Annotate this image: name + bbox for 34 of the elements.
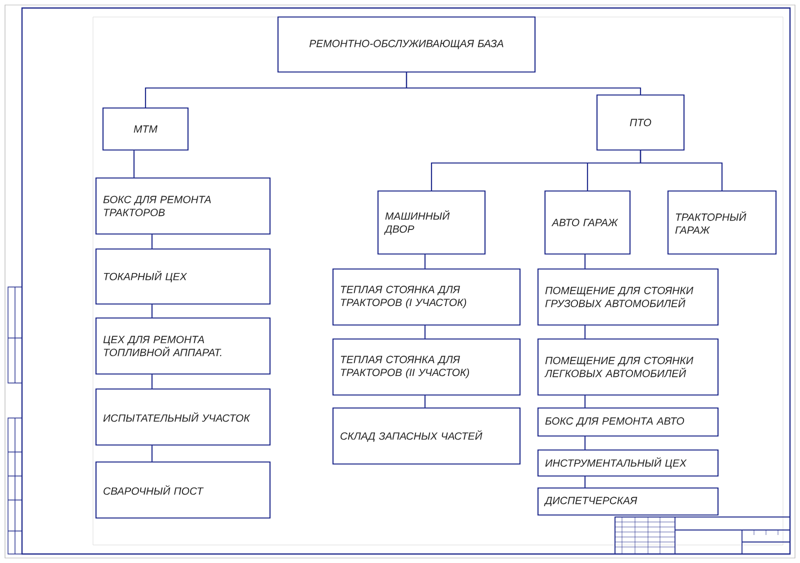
connector-line xyxy=(151,446,153,462)
unit-box: СВАРОЧНЫЙ ПОСТ xyxy=(95,461,271,519)
unit-box: БОКС ДЛЯ РЕМОНТА ТРАКТОРОВ xyxy=(95,177,271,235)
unit-box: ТРАКТОРНЫЙ ГАРАЖ xyxy=(667,190,777,255)
connector-line xyxy=(584,436,586,450)
unit-box: ДИСПЕТЧЕРСКАЯ xyxy=(537,487,719,516)
connector-line xyxy=(151,234,153,248)
unit-box: ТОКАРНЫЙ ЦЕХ xyxy=(95,248,271,305)
unit-box: МАШИННЫЙ ДВОР xyxy=(377,190,486,255)
unit-box: ПОМЕЩЕНИЕ ДЛЯ СТОЯНКИ ЛЕГКОВЫХ АВТОМОБИЛЕЙ xyxy=(537,338,719,396)
connector-line xyxy=(406,72,642,94)
unit-box: ИСПЫТАТЕЛЬНЫЙ УЧАСТОК xyxy=(95,388,271,446)
connector-line xyxy=(640,150,723,190)
unit-box: МТМ xyxy=(102,107,189,151)
connector-line xyxy=(151,374,153,388)
connector-line xyxy=(584,396,586,408)
connector-line xyxy=(133,150,135,178)
unit-box: ТЕПЛАЯ СТОЯНКА ДЛЯ ТРАКТОРОВ (I УЧАСТОК) xyxy=(332,268,521,326)
unit-box: БОКС ДЛЯ РЕМОНТА АВТО xyxy=(537,407,719,437)
connector-line xyxy=(584,476,586,488)
connector-line xyxy=(424,326,426,338)
title-box: РЕМОНТНО-ОБСЛУЖИВАЮЩАЯ БАЗА xyxy=(277,16,536,73)
connector-line xyxy=(584,326,586,338)
unit-box: ПТО xyxy=(596,94,685,151)
unit-box: ЦЕХ ДЛЯ РЕМОНТА ТОПЛИВНОЙ АППАРАТ. xyxy=(95,317,271,375)
connector-line xyxy=(584,254,586,268)
unit-box: СКЛАД ЗАПАСНЫХ ЧАСТЕЙ xyxy=(332,407,521,465)
unit-box: ТЕПЛАЯ СТОЯНКА ДЛЯ ТРАКТОРОВ (II УЧАСТОК) xyxy=(332,338,521,396)
connector-line xyxy=(424,396,426,408)
unit-box: ПОМЕЩЕНИЕ ДЛЯ СТОЯНКИ ГРУЗОВЫХ АВТОМОБИЛЕЙ xyxy=(537,268,719,326)
connector-line xyxy=(424,254,426,268)
unit-box: АВТО ГАРАЖ xyxy=(544,190,631,255)
connector-line xyxy=(151,304,153,318)
unit-box: ИНСТРУМЕНТАЛЬНЫЙ ЦЕХ xyxy=(537,449,719,477)
